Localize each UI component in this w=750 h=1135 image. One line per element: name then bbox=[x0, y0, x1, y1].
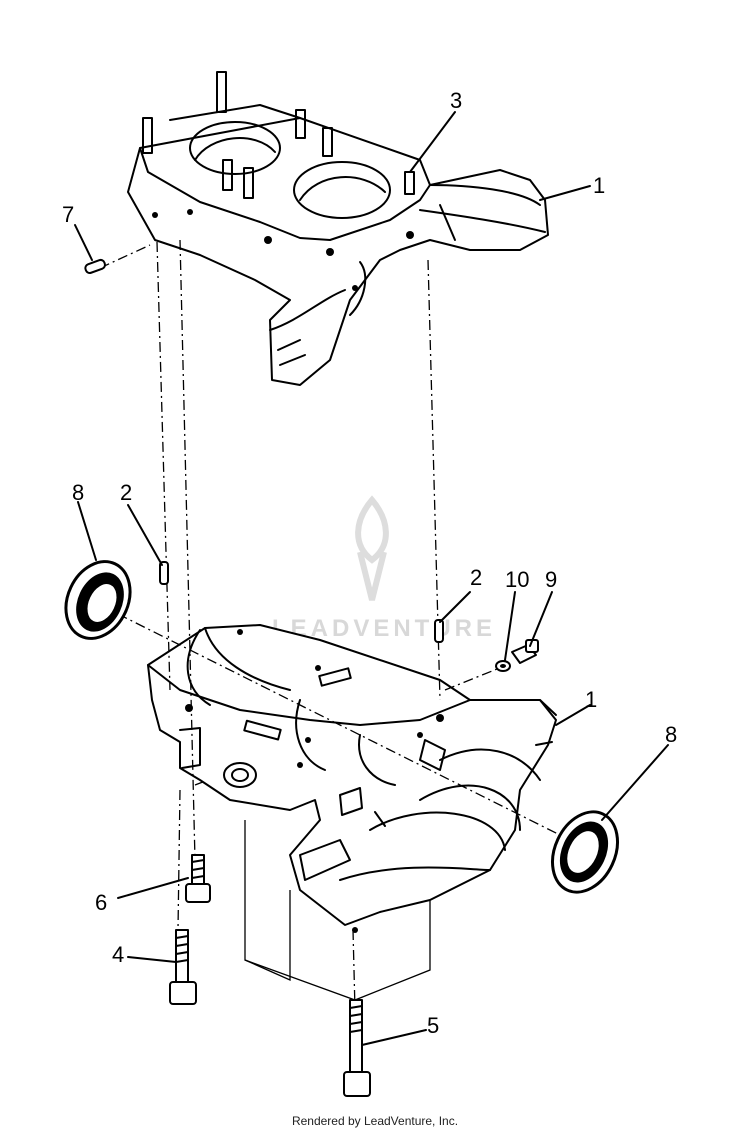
oil-seal-8-left bbox=[64, 560, 132, 640]
callout-5: 5 bbox=[427, 1013, 439, 1038]
bolt-6 bbox=[185, 854, 211, 903]
callout-1-top: 1 bbox=[593, 173, 605, 198]
callout-6: 6 bbox=[95, 890, 107, 915]
dowel-pins-2 bbox=[159, 561, 444, 643]
plug-9 bbox=[511, 639, 539, 664]
callouts: 1 3 7 8 2 2 10 9 1 8 6 4 5 bbox=[62, 88, 677, 1038]
bolt-4 bbox=[169, 929, 197, 1005]
callout-1-bottom: 1 bbox=[585, 687, 597, 712]
washer-10 bbox=[495, 660, 511, 672]
bolt-5 bbox=[343, 999, 371, 1097]
lower-crankcase-half bbox=[147, 624, 557, 1001]
callout-2-right: 2 bbox=[470, 565, 482, 590]
callout-8-right: 8 bbox=[665, 722, 677, 747]
callout-7: 7 bbox=[62, 202, 74, 227]
leader-lines bbox=[74, 111, 669, 1046]
footer-credit: Rendered by LeadVenture, Inc. bbox=[291, 1114, 459, 1128]
callout-8-left: 8 bbox=[72, 480, 84, 505]
callout-9: 9 bbox=[545, 567, 557, 592]
callout-2-left: 2 bbox=[120, 480, 132, 505]
leadventure-watermark: LEADVENTURE bbox=[272, 495, 492, 642]
callout-3: 3 bbox=[450, 88, 462, 113]
upper-crankcase-half bbox=[127, 71, 549, 386]
callout-4: 4 bbox=[112, 942, 124, 967]
callout-10: 10 bbox=[505, 567, 529, 592]
dowel-pin-7 bbox=[84, 258, 106, 274]
oil-seal-8-right bbox=[551, 810, 619, 894]
